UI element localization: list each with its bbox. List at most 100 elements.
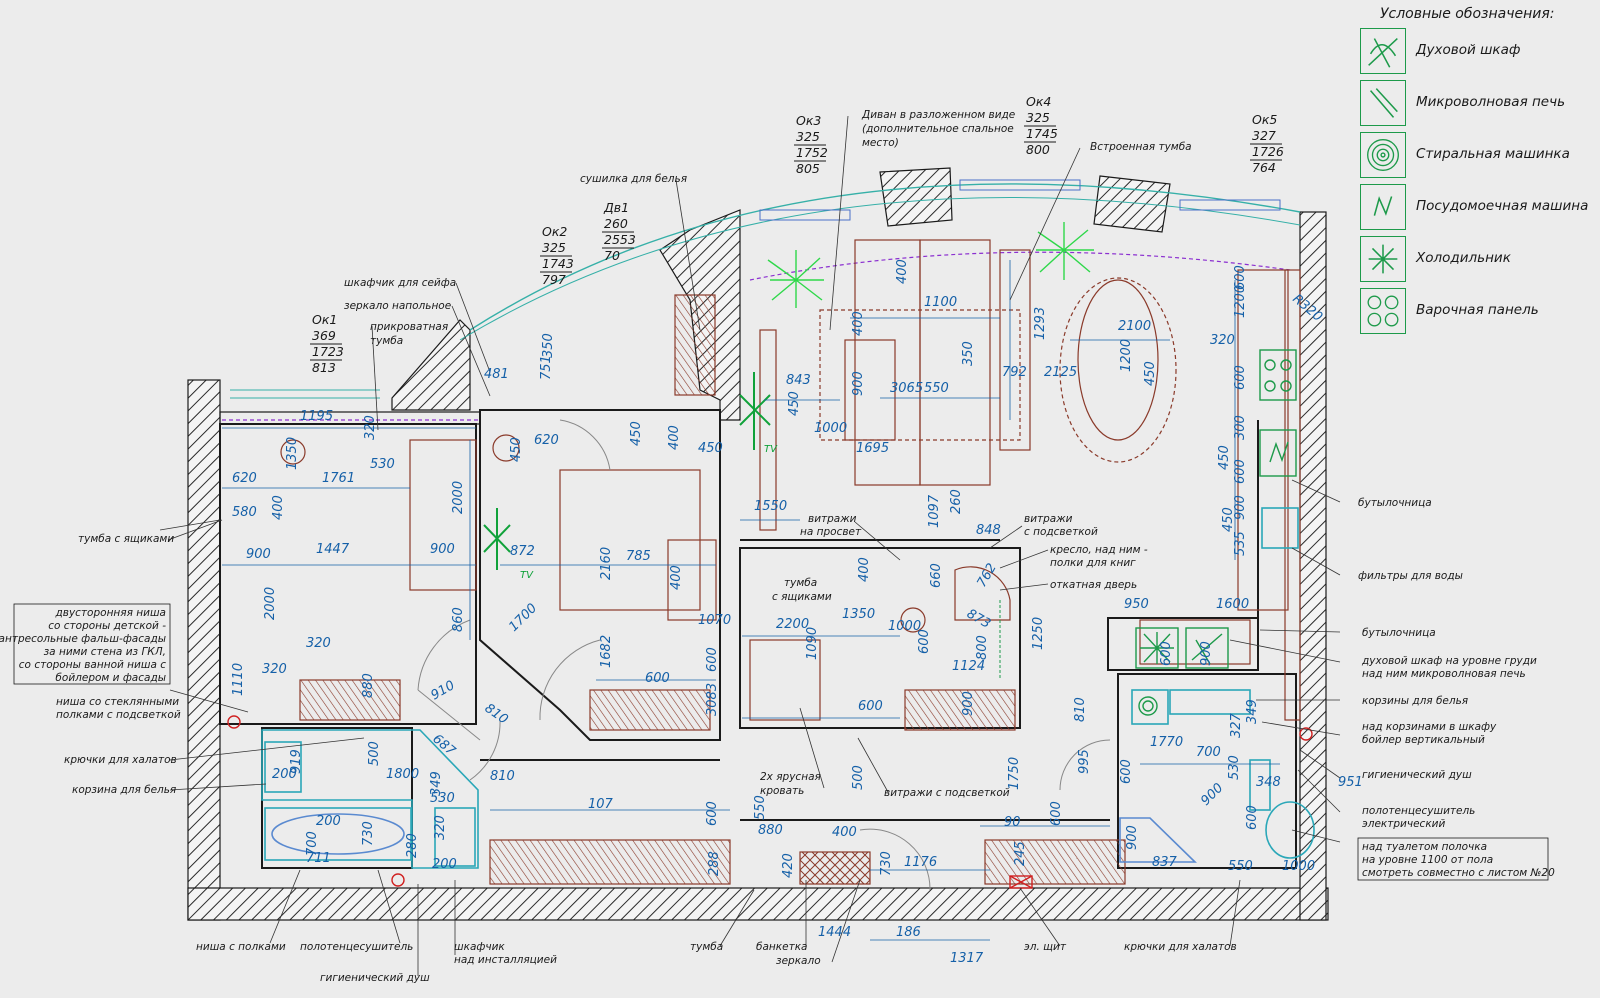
markers [227, 715, 1313, 889]
dimension-value: 1761 [322, 471, 355, 486]
dimension-value: 600 [1233, 459, 1248, 484]
svg-text:813: 813 [312, 360, 336, 375]
dimension-value: 919 [289, 749, 304, 774]
label-boiler-2: бойлер вертикальный [1362, 734, 1485, 746]
label-sofa-1: Диван в разложенном виде [861, 109, 1015, 121]
dimension-value: 535 [1233, 531, 1248, 556]
dimension-value: 660 [929, 563, 944, 588]
dimension-value: 600 [1119, 759, 1134, 784]
label-laundry-baskets: корзины для белья [1362, 695, 1468, 707]
dimension-value: 751 [539, 355, 554, 380]
dimension-value: 2000 [263, 587, 278, 620]
dimension-value: 600 [705, 647, 720, 672]
dimension-value: 1770 [1150, 735, 1183, 750]
legend-item-microwave: Микроволновая печь [1360, 80, 1595, 130]
bathroom-fixtures [261, 507, 1315, 869]
label-hygienic-shower-right: гигиенический душ [1362, 769, 1472, 781]
dimension-value: 1110 [231, 663, 246, 696]
label-install-cabinet-2: над инсталляцией [454, 954, 557, 966]
dimension-value: 3083 [705, 683, 720, 716]
dimension-value: 600 [645, 671, 670, 686]
svg-text:Ок1: Ок1 [312, 312, 337, 327]
svg-text:2553: 2553 [604, 232, 636, 247]
dimension-value: 1600 [1216, 597, 1249, 612]
dimension-value: 350 [541, 333, 556, 358]
dimension-value: 872 [510, 544, 535, 559]
label-built-in-cabinet: Встроенная тумба [1090, 141, 1192, 153]
dimension-value: 810 [490, 769, 515, 784]
label-bunk-bed-2: кровать [760, 785, 804, 797]
label-floor-mirror: зеркало напольное [344, 300, 451, 312]
dimension-value: 3065 [890, 381, 923, 396]
svg-text:327: 327 [1252, 128, 1276, 143]
dimension-value: 1200 [1119, 339, 1134, 372]
dimension-value: 327 [1229, 712, 1244, 738]
legend-label: Стиральная машинка [1416, 146, 1570, 162]
label-stained-glass-through-1: витражи [808, 513, 857, 525]
dimension-value: 600 [705, 801, 720, 826]
label-safe-cabinet: шкафчик для сейфа [344, 277, 456, 289]
dimension-value: 450 [1143, 361, 1158, 386]
dimension-value: 810 [482, 701, 511, 728]
dimension-value: 1550 [754, 499, 787, 514]
dimension-value: 280 [405, 833, 420, 858]
label-towel-dryer-electric-1: полотенцесушитель [1362, 805, 1475, 817]
svg-text:Ок3: Ок3 [796, 113, 821, 128]
svg-text:369: 369 [312, 328, 336, 343]
dimension-value: 320 [306, 636, 331, 651]
dimension-value: 450 [1217, 445, 1232, 470]
oven-icon [1360, 28, 1406, 74]
dimension-value: 880 [758, 823, 783, 838]
label-bedside-2: тумба [370, 335, 403, 347]
dimension-value: 900 [1199, 641, 1214, 666]
dimension-value: 800 [975, 635, 990, 660]
dimension-value: 1097 [927, 494, 942, 528]
dimension-value: 600 [917, 629, 932, 654]
legend-item-washing-machine: Стиральная машинка [1360, 132, 1595, 182]
dimension-value: 400 [271, 495, 286, 520]
dimension-value: 900 [430, 542, 455, 557]
label-water-filters: фильтры для воды [1358, 570, 1463, 582]
svg-text:1743: 1743 [542, 256, 574, 271]
dimension-value: 348 [1256, 775, 1281, 790]
svg-text:над туалетом полочка: над туалетом полочка [1362, 841, 1487, 853]
legend-item-fridge: Холодильник [1360, 236, 1595, 286]
window-label-ok5: Ок5 327 1726 764 [1250, 112, 1284, 175]
dimension-value: 400 [669, 565, 684, 590]
furniture [280, 239, 1301, 885]
svg-text:1745: 1745 [1026, 126, 1058, 141]
legend-item-dishwasher: Посудомоечная машина [1360, 184, 1595, 234]
label-bedside-1: прикроватная [370, 321, 448, 333]
dimension-value: 792 [1002, 365, 1027, 380]
washing-machine-icon [1360, 132, 1406, 178]
dimension-value: 300 [1233, 415, 1248, 440]
label-oven-chest-2: над ним микроволновая печь [1362, 668, 1526, 680]
dimension-value: 400 [857, 557, 872, 582]
svg-text:смотреть совместно с листом №2: смотреть совместно с листом №20 [1362, 867, 1555, 879]
dimension-value: 107 [588, 797, 614, 812]
label-robe-hooks-right: крючки для халатов [1124, 941, 1237, 953]
svg-text:Ок5: Ок5 [1252, 112, 1277, 127]
label-glass-niche-1: ниша со стеклянными [56, 696, 179, 708]
dimension-value: 843 [786, 373, 811, 388]
dimension-value: 260 [949, 489, 964, 514]
label-bunk-bed-1: 2х ярусная [760, 771, 821, 783]
dimension-value: 1000 [1282, 859, 1315, 874]
label-stained-glass-backlit-top-2: с подсветкой [1024, 526, 1098, 538]
dimension-value: 400 [667, 425, 682, 450]
legend-label: Холодильник [1416, 250, 1511, 266]
dimension-value: 320 [262, 662, 287, 677]
svg-text:1752: 1752 [796, 145, 828, 160]
dimension-value: 550 [924, 381, 949, 396]
dimension-value: 995 [1077, 749, 1092, 774]
dimension-value: 500 [367, 741, 382, 766]
dimension-value: 2160 [599, 547, 614, 580]
dimension-value: 950 [1124, 597, 1149, 612]
dimension-value: 1682 [599, 635, 614, 668]
dimension-value: 400 [895, 259, 910, 284]
dimension-lines [222, 260, 1280, 941]
dimension-value: 481 [484, 367, 509, 382]
dimension-value: 1250 [1031, 617, 1046, 650]
svg-text:со стороны детской -: со стороны детской - [48, 620, 166, 632]
label-drawer-unit-center-2: с ящиками [772, 591, 832, 603]
